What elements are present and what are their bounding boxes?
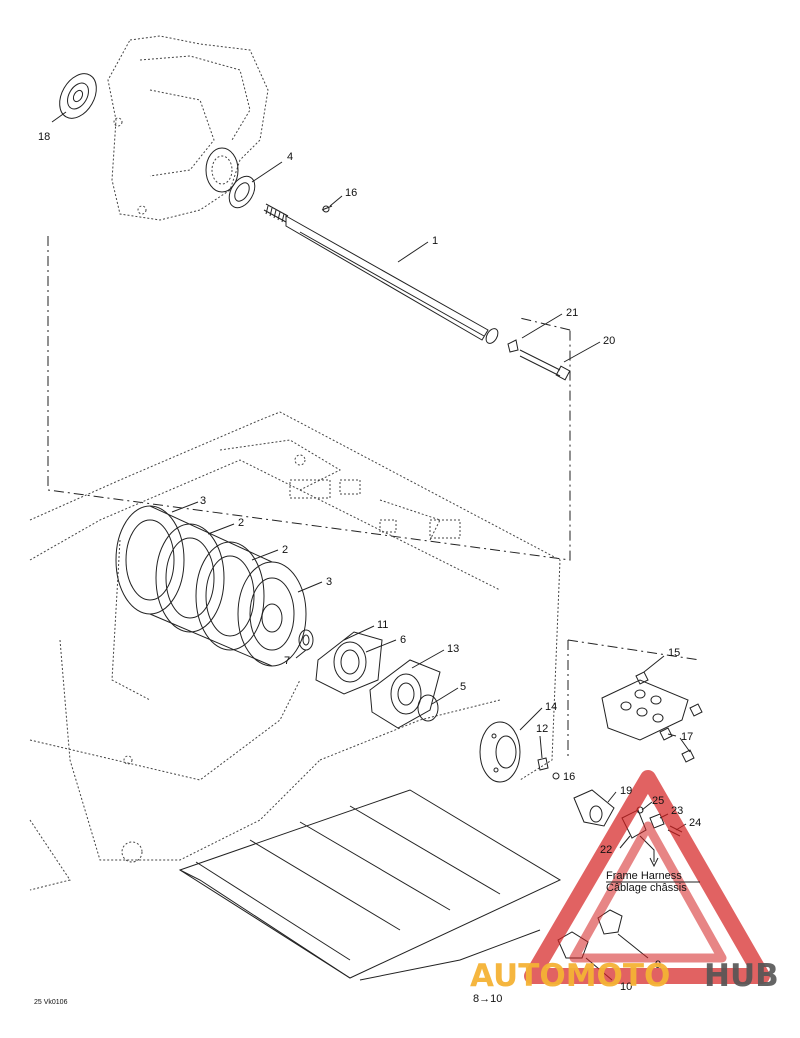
seal-part xyxy=(228,175,256,209)
sensor-disc-part xyxy=(479,721,521,783)
roll-pin-part xyxy=(321,205,333,213)
end-bolt-part xyxy=(519,349,571,381)
callout-18: 18 xyxy=(38,131,50,143)
callout-3: 3 xyxy=(200,495,206,507)
callout-2: 2 xyxy=(282,544,288,556)
slider-part-lower xyxy=(557,931,589,959)
callout-16: 16 xyxy=(563,771,575,783)
shaft-splines xyxy=(265,205,285,223)
callout-21: 21 xyxy=(566,307,578,319)
watermark-text-automoto: AUTOMOTO xyxy=(470,958,670,994)
seal-ring-part xyxy=(417,694,439,722)
callout-8-to-10: 8→10 xyxy=(473,993,502,1005)
callout-7: 7 xyxy=(284,655,290,667)
watermark-logo: AUTOMOTO HUB xyxy=(470,958,779,994)
frame-harness-label-fr: Câblage châssis xyxy=(606,882,687,894)
callout-25: 25 xyxy=(652,795,664,807)
bearing-part xyxy=(59,73,97,119)
callout-4: 4 xyxy=(287,151,293,163)
callout-16: 16 xyxy=(345,187,357,199)
bracket-part xyxy=(601,671,703,763)
clip-part xyxy=(649,813,665,829)
callout-13: 13 xyxy=(447,643,459,655)
callout-12: 12 xyxy=(536,723,548,735)
callout-2: 2 xyxy=(238,517,244,529)
frame-harness-label-en: Frame Harness xyxy=(606,870,682,882)
callout-labels: 18 4 16 1 21 20 3 2 2 3 11 7 6 13 5 15 1… xyxy=(38,131,701,1005)
watermark-triangle-icon xyxy=(524,770,770,984)
callout-9: 9 xyxy=(655,959,661,971)
leader-lines xyxy=(51,111,691,981)
bearing-housing-part xyxy=(315,631,383,695)
drive-shaft xyxy=(263,203,499,344)
callout-24: 24 xyxy=(689,817,701,829)
drawing-code: 25 Vk0106 xyxy=(34,999,68,1006)
callout-1: 1 xyxy=(432,235,438,247)
callout-17: 17 xyxy=(681,731,693,743)
callout-15: 15 xyxy=(668,647,680,659)
callout-19: 19 xyxy=(620,785,632,797)
callout-23: 23 xyxy=(671,805,683,817)
gear-case-housing xyxy=(107,35,269,221)
callout-3: 3 xyxy=(326,576,332,588)
callout-11: 11 xyxy=(377,619,388,631)
callout-6: 6 xyxy=(400,634,406,646)
callout-14: 14 xyxy=(545,701,557,713)
speed-sensor-part xyxy=(573,789,615,827)
nut-part xyxy=(537,757,549,771)
watermark-text-hub: HUB xyxy=(704,958,779,994)
drive-track xyxy=(178,789,562,981)
callout-22: 22 xyxy=(600,844,612,856)
slider-part xyxy=(597,909,623,935)
flange-part xyxy=(369,659,441,729)
roll-pin-part-lower xyxy=(552,772,560,780)
callout-20: 20 xyxy=(603,335,615,347)
callout-5: 5 xyxy=(460,681,466,693)
callout-10: 10 xyxy=(620,981,632,993)
circlip-part xyxy=(507,339,519,353)
chassis-frame xyxy=(29,411,561,891)
drive-sprockets xyxy=(115,505,307,667)
frame-harness-label: Frame Harness Câblage châssis xyxy=(606,870,700,894)
